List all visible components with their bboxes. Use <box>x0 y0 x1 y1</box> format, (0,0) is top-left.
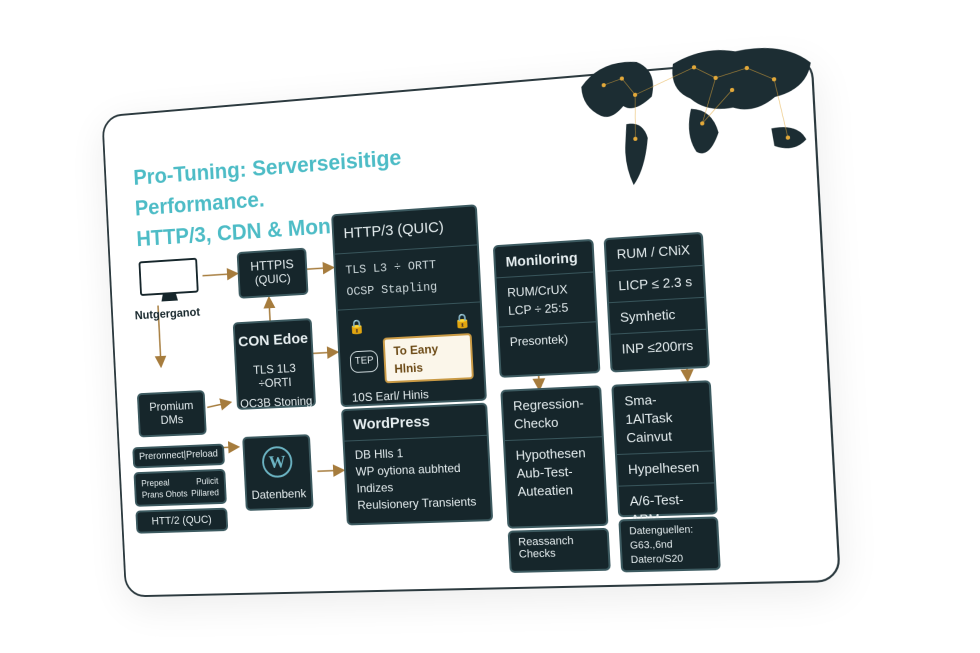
http3-panel: HTTP/3 (QUIC) TLS L3 ÷ ORTT OCSP Staplin… <box>331 204 487 408</box>
monitoring-steps-panel: Regression- Checko Hypothesen Aub-Test- … <box>500 385 609 529</box>
prepeal-r2: Pillared <box>190 487 220 499</box>
regression-line-1: Regression- <box>512 395 585 414</box>
prepeal-l3: Ohots <box>165 488 188 500</box>
checks-line: Checks <box>518 547 557 561</box>
preconnect-label: Preronnect|Preload <box>138 448 219 463</box>
prepeal-r1: Pulicit <box>195 475 219 487</box>
wordpress-panel: WordPress DB Hlls 1 WP oytiona aubhted I… <box>341 402 494 526</box>
ab-test-line: A/6-Test- <box>629 491 684 509</box>
ocsp-line: OCSP Stapling <box>346 279 438 300</box>
preconnect-preload-box: Preronnect|Preload 3 <box>132 443 225 478</box>
cainvut-line: Cainvut <box>626 428 673 446</box>
cdn-edge-box: CON Edoe TLS 1L3 ÷ORTI OC3B Stoning <box>232 318 317 411</box>
lock-icon: 🔒 <box>347 318 366 335</box>
data-sources-line-3: Datero/S20 <box>630 553 684 567</box>
prepeal-l1: Prepeal <box>141 477 170 489</box>
database-box: W Datenbenk <box>242 434 314 511</box>
auteatien-line: Auteatien <box>517 482 574 500</box>
prepeal-l2: Prans <box>141 489 164 500</box>
monitoring-lcp: LCP ÷ 25:5 <box>507 300 569 318</box>
reassanch-panel: Reassanch Checks <box>507 527 611 574</box>
monitoring-presontek: Presontek) <box>509 331 569 350</box>
lock-icon-2: 🔒 <box>453 312 472 329</box>
cdn-title: CON Edoe <box>237 330 309 351</box>
cdn-tls-line: TLS 1L3 ÷ORTI <box>252 361 297 391</box>
rum-crux-panel: RUM / CNiX LICP ≤ 2.3 s Symhetic INP ≤20… <box>603 231 711 373</box>
https-quic-box: HTTPIS (QUIC) <box>236 247 309 299</box>
tls-line: TLS L3 ÷ ORTT <box>345 258 437 278</box>
data-sources-panel: Datenguellen: G63.,6nd Datero/S20 <box>618 516 721 573</box>
wordpress-icon: W <box>260 445 294 479</box>
diagram-board: Pro-Tuning: Serverseisitige Performance.… <box>101 55 841 597</box>
svg-text:W: W <box>268 451 286 472</box>
right-synthetic: Symhetic <box>609 297 706 335</box>
prepeal-box: Prepeal Pulicit Prans Ohots Pillared <box>133 468 227 507</box>
http2-box: HTT/2 (QUC) <box>135 507 229 534</box>
tcp-pill: TEP <box>349 349 380 374</box>
premium-dns-box: Promium DMs <box>136 390 207 438</box>
small-task-line: Sma-1AlTask <box>624 391 673 428</box>
hypothesen-line: Hypothesen <box>515 445 587 463</box>
early-hints-badge: To Eany Hlnis <box>383 333 474 384</box>
regression-line-2: Checko <box>513 414 559 432</box>
right-inp: INP ≤200rrs <box>621 337 694 357</box>
monitor-icon <box>138 257 201 302</box>
database-label: Datenbenk <box>251 486 307 502</box>
https-subtitle: (QUIC) <box>254 271 291 288</box>
small-task-panel: Sma-1AlTask Cainvut Hypelhesen A/6-Test-… <box>611 380 718 527</box>
transients: Reulsionery Transients <box>357 494 477 513</box>
http2-label: HTT/2 (QUC) <box>151 514 212 528</box>
world-map-icon <box>580 42 813 186</box>
monitoring-panel: Moniloring RUM/CrUX LCP ÷ 25:5 Presontek… <box>492 238 601 378</box>
hypelhesen-line: Hypelhesen <box>617 451 715 487</box>
